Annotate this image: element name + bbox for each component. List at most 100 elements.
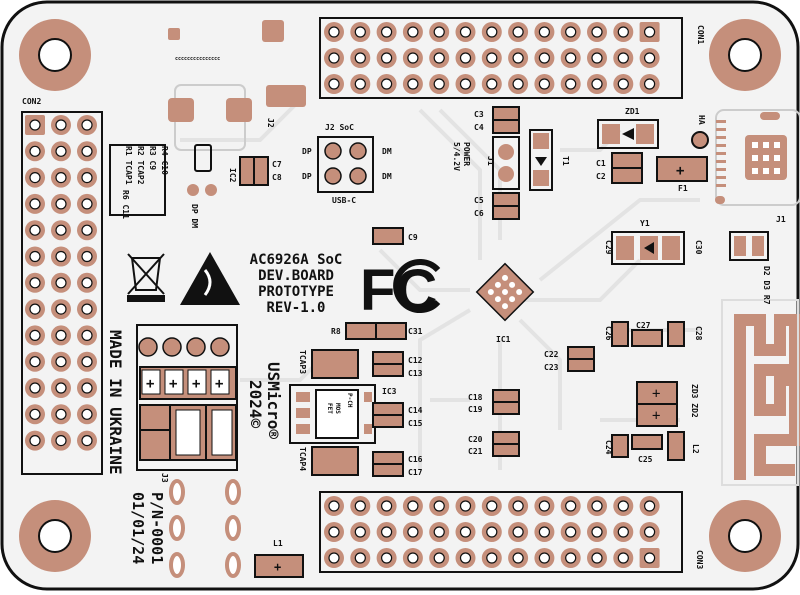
- con1-header: [319, 17, 683, 99]
- mosfet-line-3: FET: [326, 403, 333, 414]
- con2-pin-hole: [29, 198, 41, 210]
- con3-pin-hole: [591, 552, 603, 564]
- cap-c1-c2: [611, 152, 643, 184]
- label-c17: C17: [408, 468, 423, 477]
- cap-c24: [611, 434, 629, 458]
- con2-pin-hole: [81, 224, 93, 236]
- label-ic3: IC3: [382, 387, 397, 396]
- label-c9: C9: [408, 233, 418, 242]
- j3-pin: [162, 337, 182, 357]
- weee-bin-icon: [127, 253, 165, 302]
- svg-text:+: +: [215, 376, 223, 392]
- label-con1: CON1: [696, 25, 705, 44]
- con2-header: [21, 111, 103, 475]
- title-line-4: REV-1.0: [266, 300, 325, 316]
- zd1-diode: [597, 119, 659, 149]
- esd-warning-icon: [180, 252, 240, 305]
- con3-pin-hole: [486, 526, 498, 538]
- label-ic2: IC2: [228, 168, 237, 183]
- con1-pin-hole: [617, 78, 629, 90]
- con2-pin-hole: [81, 250, 93, 263]
- svg-text:+: +: [274, 560, 281, 574]
- con3-pin-hole: [565, 500, 577, 512]
- label-con3: CON3: [695, 550, 704, 569]
- con1-pin-hole: [486, 78, 498, 90]
- label-j1-right: J1: [776, 215, 786, 224]
- con3-pin-hole: [591, 500, 603, 512]
- con1-pin-hole: [381, 26, 393, 38]
- antenna-trace: [721, 299, 800, 486]
- con1-pin-hole: [459, 26, 472, 38]
- con3-pin-hole: [643, 500, 656, 512]
- label-j1-power: J1: [486, 156, 495, 166]
- con2-pin-hole: [29, 119, 41, 131]
- cap-c7-c8: [239, 156, 269, 186]
- label-c16: C16: [408, 455, 423, 464]
- con3-pin-hole: [407, 526, 419, 538]
- con3-pin-hole: [617, 552, 629, 564]
- con2-pin-hole: [29, 277, 41, 289]
- con2-pin-hole: [81, 303, 93, 315]
- resistor-list-box: [109, 144, 166, 216]
- resistor-list-4: R4 C10: [160, 146, 169, 175]
- con2-pin-hole: [55, 303, 67, 315]
- made-in-text: MADE IN UKRAINE: [106, 330, 125, 475]
- label-c1: C1: [596, 159, 606, 168]
- con3-pin-hole: [433, 552, 445, 564]
- j3-connector: ++++: [136, 324, 238, 471]
- cap-c12-c13: [372, 351, 404, 377]
- label-l2: L2: [691, 444, 700, 454]
- con2-pin-hole: [29, 145, 41, 157]
- con3-pin-hole: [538, 552, 551, 564]
- con3-pin-hole: [617, 526, 629, 538]
- con2-pin-hole: [29, 224, 41, 236]
- con1-pin-hole: [565, 78, 577, 90]
- cap-c9: [372, 227, 404, 245]
- label-r8: R8: [331, 327, 341, 336]
- con2-pin-hole: [55, 145, 67, 157]
- usb-dm-2: DM: [382, 172, 392, 181]
- con3-pin-hole: [486, 552, 498, 564]
- fcc-logo-icon: FC: [360, 258, 441, 323]
- con2-pin-hole: [29, 356, 41, 368]
- con1-pin-hole: [643, 26, 656, 38]
- con3-pin-hole: [643, 526, 656, 538]
- con1-pin-hole: [433, 52, 445, 64]
- con1-pin-hole: [486, 52, 498, 64]
- label-c3: C3: [474, 110, 484, 119]
- j3-slot-pad: [225, 552, 241, 578]
- resistor-list-3: R3 C9: [148, 146, 157, 170]
- label-c24: C24: [604, 440, 613, 455]
- svg-text:+: +: [652, 408, 660, 424]
- usb-c-connector: [715, 109, 800, 206]
- j3-pins: [138, 337, 241, 578]
- con3-pin-hole: [433, 500, 445, 512]
- con1-pin-hole: [538, 52, 551, 64]
- r8-c31: [345, 322, 407, 340]
- mosfet-line-2: MOS: [334, 403, 341, 414]
- usb-dp-1: DP: [302, 147, 312, 156]
- resistor-list-2: R2 TCAP2: [136, 146, 145, 185]
- maker-line-1: USMicro®: [264, 362, 283, 439]
- svg-text:+: +: [192, 376, 200, 392]
- con3-pin-hole: [354, 500, 366, 512]
- label-c7: C7: [272, 160, 282, 169]
- con3-pin-hole: [565, 526, 577, 538]
- label-c20: C20: [468, 435, 483, 444]
- j3-slot-pad: [225, 515, 241, 541]
- title-line-2: DEV.BOARD: [258, 268, 334, 284]
- svg-text:+: +: [169, 376, 177, 392]
- con1-pin-hole: [407, 78, 419, 90]
- resistor-list-1: R1 TCAP1: [124, 146, 133, 185]
- label-c19: C19: [468, 405, 483, 414]
- tiny-silk-marks: ccccccccccccccc: [175, 56, 220, 62]
- mosfet-line-1: P-CH: [346, 393, 353, 408]
- con2-pin-hole: [55, 224, 67, 236]
- con2-pin-hole: [29, 303, 41, 315]
- con1-pin-hole: [565, 52, 577, 64]
- con2-pin-hole: [81, 382, 93, 394]
- con1-pin-hole: [459, 78, 472, 90]
- con2-pin-hole: [55, 172, 67, 184]
